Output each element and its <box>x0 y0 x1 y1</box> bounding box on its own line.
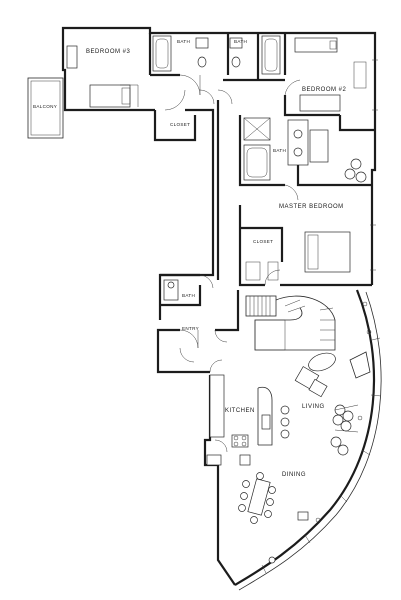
bath-fixtures <box>152 35 329 301</box>
label-closet-a: CLOSET <box>170 122 190 127</box>
label-living: LIVING <box>302 404 325 410</box>
door-swings <box>164 74 301 453</box>
label-bath-master: BATH <box>273 148 286 153</box>
label-dining: DINING <box>282 472 306 478</box>
label-master-bedroom: MASTER BEDROOM <box>279 204 344 210</box>
living-furniture <box>294 351 371 456</box>
window-lines <box>261 59 382 574</box>
label-kitchen: KITCHEN <box>225 408 255 414</box>
bedroom-furniture <box>66 37 367 281</box>
label-balcony: BALCONY <box>33 104 57 109</box>
label-bath-small: BATH <box>182 293 195 298</box>
label-closet-master: CLOSET <box>253 239 273 244</box>
label-bath-b: BATH <box>234 39 247 44</box>
label-bedroom3: BEDROOM #3 <box>86 49 131 55</box>
balcony <box>27 77 64 139</box>
label-bath-a: BATH <box>177 39 190 44</box>
label-entry: ENTRY <box>182 326 199 331</box>
dining-furniture <box>238 472 309 564</box>
room-labels: BEDROOM #3 BATH BATH BEDROOM #2 BALCONY … <box>33 39 347 478</box>
kitchen-fixtures <box>206 374 290 466</box>
exterior-walls <box>61 26 382 591</box>
stairs <box>245 295 336 351</box>
label-bedroom2: BEDROOM #2 <box>302 87 347 93</box>
